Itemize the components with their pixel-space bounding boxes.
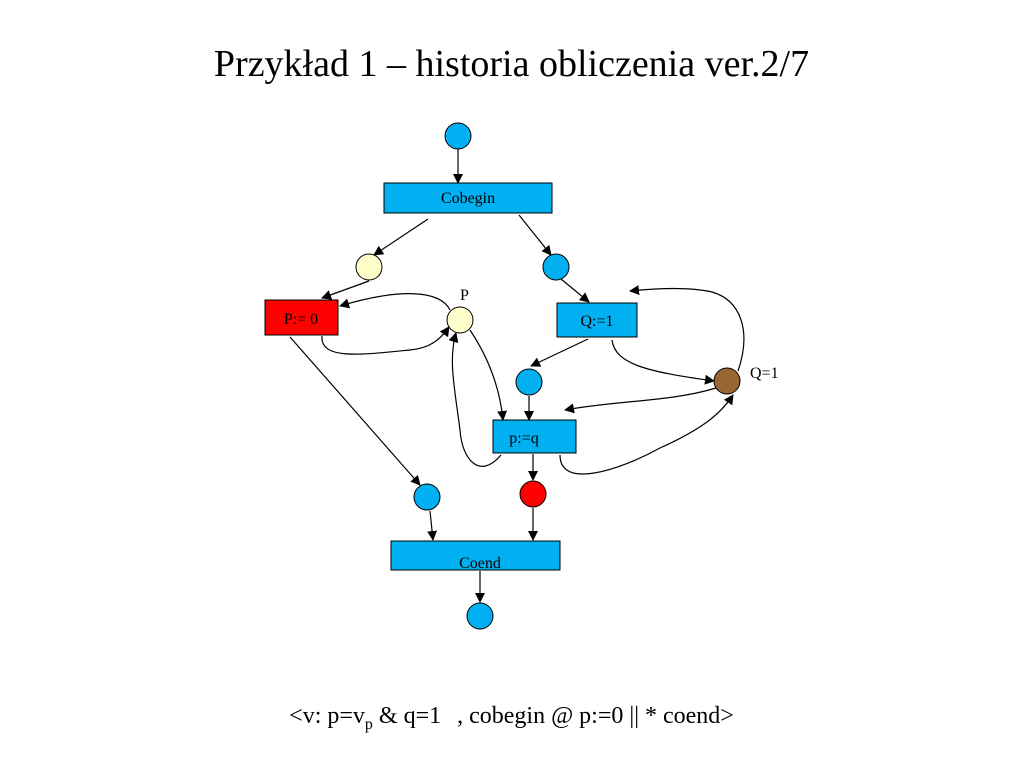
place-p-label: P [460, 287, 469, 304]
arc-q-to-qassign [629, 285, 745, 372]
arc-cobegin-to-right [518, 214, 552, 256]
place-start [444, 122, 472, 150]
arc-right-to-qassign [560, 278, 590, 303]
pq-assign-label: p:=q [509, 430, 538, 447]
place-final [466, 602, 494, 630]
place-after-pq [519, 480, 547, 508]
p-assign-box [264, 299, 339, 336]
place-p [446, 306, 474, 334]
formula-part3: , cobegin @ p:=0 || * coend> [457, 703, 734, 729]
arc-left-end-to-coend [427, 510, 438, 541]
arc-p-to-pqassign [469, 329, 508, 421]
formula-subscript: p [364, 716, 373, 733]
pq-assign-box [492, 419, 577, 454]
q-assign-box [556, 302, 638, 338]
place-q [713, 367, 741, 395]
coend-label: Coend [459, 555, 501, 572]
q-assign-label: Q:=1 [580, 313, 613, 330]
arc-pqassign-to-q [559, 394, 734, 475]
cobegin-box [383, 182, 553, 214]
arc-left-to-passign [321, 280, 370, 300]
coend-box [390, 540, 561, 571]
p-assign-label: P:= 0 [284, 311, 318, 328]
cobegin-label: Cobegin [441, 190, 495, 207]
slide-title: Przykład 1 – historia obliczenia ver.2/7 [213, 43, 810, 85]
arc-pqassign-to-p [448, 332, 502, 467]
place-right-branch [542, 253, 570, 281]
arc-qassign-to-q [611, 339, 715, 385]
arc-passign-to-left-end [289, 336, 421, 486]
place-q-label: Q=1 [750, 365, 779, 382]
arc-cobegin-to-left [373, 218, 429, 256]
place-left-branch [355, 253, 383, 281]
state-formula: <v: p=vp & q=1 , cobegin @ p:=0 || * coen… [0, 703, 1023, 733]
arc-q-to-pqassign [564, 387, 717, 414]
arc-qassign-to-before-pq [530, 338, 589, 367]
formula-part2: & q=1 [372, 703, 442, 729]
place-before-pq [515, 368, 543, 396]
arc-p-to-passign [339, 293, 451, 311]
place-left-end [413, 483, 441, 511]
arc-passign-to-p [321, 326, 450, 355]
formula-part1: <v: p=v [289, 703, 365, 729]
